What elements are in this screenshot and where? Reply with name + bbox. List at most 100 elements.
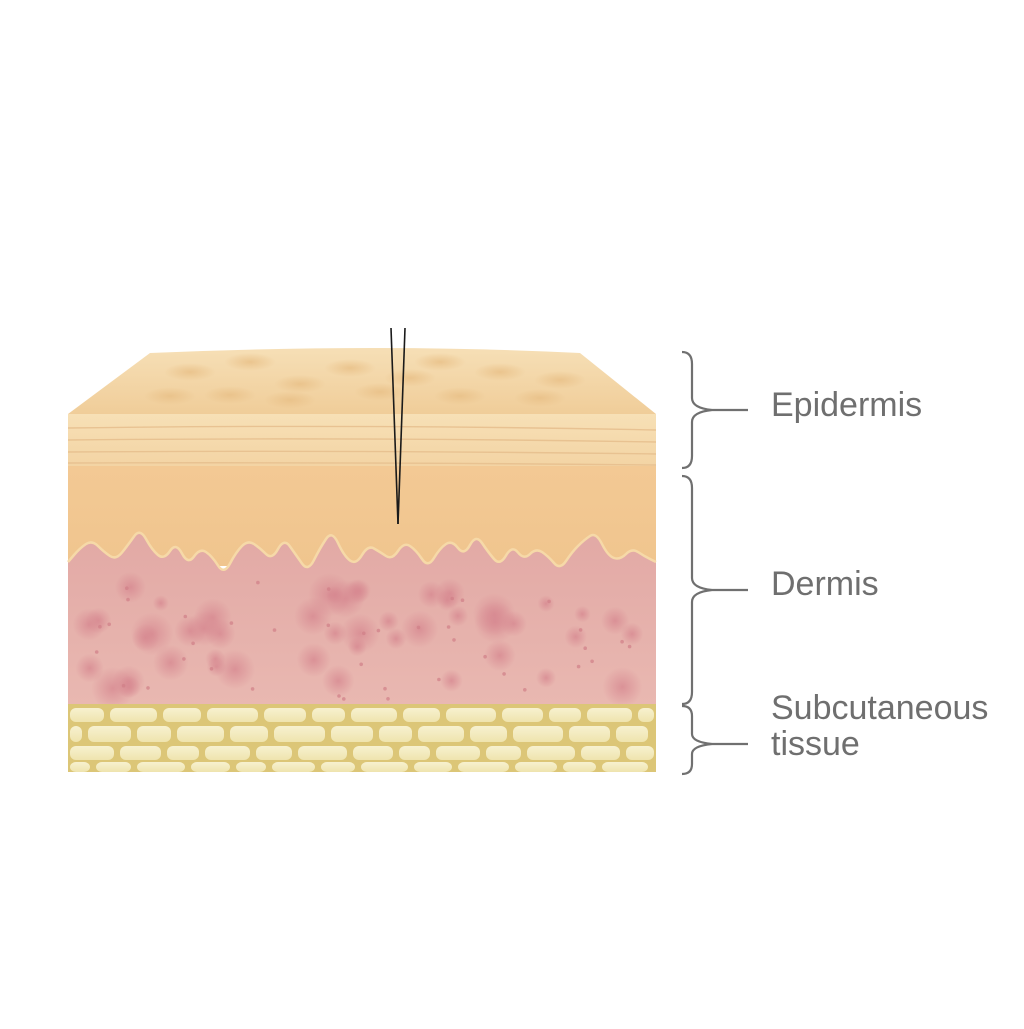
dermis-dot [452, 638, 456, 642]
dermis-dot [250, 687, 255, 691]
fat-cell [110, 708, 157, 722]
dermal-papillae-edge [67, 531, 657, 571]
fat-cell [88, 726, 131, 742]
dermis-dot [209, 667, 214, 671]
dermis-dot [146, 686, 150, 690]
fat-cell [549, 708, 581, 722]
dermis-dot [446, 625, 451, 629]
fat-cell [137, 726, 171, 742]
fat-cell [70, 726, 82, 742]
pore [324, 359, 376, 377]
dermis-bracket [681, 474, 748, 706]
fat-cell [177, 726, 224, 742]
pore [204, 386, 256, 404]
fat-cell [527, 746, 575, 760]
fat-cell [563, 762, 596, 772]
fat-cell [205, 746, 250, 760]
fat-cell [602, 762, 648, 772]
fat-cell [163, 708, 201, 722]
fat-cell [298, 746, 347, 760]
dermis-spot [602, 667, 643, 707]
dermis-dot [578, 628, 583, 632]
dermis-dot [272, 628, 277, 632]
epidermis-label: Epidermis [771, 386, 923, 424]
dermis-spot [215, 649, 255, 690]
fat-cell [351, 708, 397, 722]
dermis-spot [474, 601, 517, 644]
fat-cell [587, 708, 632, 722]
dermis-spot [340, 613, 380, 653]
dermis-spot [193, 598, 232, 637]
fat-cell [361, 762, 408, 772]
pore [434, 387, 486, 405]
fat-cell [274, 726, 325, 742]
dermis-dot [94, 650, 99, 654]
dermis-dot [523, 688, 527, 692]
dermis-dot [450, 596, 455, 601]
fat-cell [312, 708, 345, 722]
pore [164, 363, 216, 381]
fat-cell [616, 726, 648, 742]
epidermis-striations [67, 425, 657, 466]
dermis-spot [323, 621, 347, 645]
dermis-spot [447, 605, 469, 627]
dermis-spot [574, 605, 591, 623]
fat-cell [70, 746, 114, 760]
fat-cell [458, 762, 509, 772]
dermis-spot [117, 675, 141, 699]
dermis-dot [502, 672, 506, 676]
dermis-dot [416, 625, 421, 630]
dermis-dot [326, 587, 331, 591]
dermis-dot [125, 586, 129, 590]
fat-cell [513, 726, 563, 742]
dermis-dot [386, 697, 390, 701]
dermis-dot [437, 677, 441, 682]
dermis-dot [337, 694, 341, 698]
epidermis-bracket [681, 350, 748, 470]
dermis-spot [536, 667, 557, 688]
subcutaneous-label-line2: tissue [771, 725, 860, 763]
dermis-dot [256, 580, 260, 585]
pore [474, 363, 526, 381]
fat-cell [70, 762, 90, 772]
fat-cell [379, 726, 412, 742]
pore [384, 369, 436, 387]
dermis-spot [417, 580, 445, 609]
fat-cell [515, 762, 557, 772]
pore [514, 389, 566, 407]
fat-cell [638, 708, 654, 722]
dermis-dot [126, 597, 130, 602]
dermis-spot [378, 611, 399, 632]
dermis-dot [547, 599, 551, 604]
fat-cell [256, 746, 292, 760]
dermis-dot [590, 659, 594, 664]
dermis-spot [440, 669, 463, 692]
dermis-dot [362, 631, 366, 636]
fat-cell [414, 762, 452, 772]
fat-cell [486, 746, 521, 760]
dermis-dot [627, 644, 632, 649]
fat-cell [399, 746, 430, 760]
dermis-spot [322, 664, 355, 698]
dermis-dot [182, 657, 186, 661]
needle-icon [390, 327, 406, 525]
dermis-dot [121, 683, 126, 688]
fat-cell [436, 746, 480, 760]
dermis-dot [98, 624, 102, 629]
pore [534, 371, 586, 389]
dermis-spot [537, 595, 555, 613]
dermis-dot [183, 614, 188, 619]
dermis-dot [376, 628, 381, 633]
dermis-dot [460, 598, 465, 602]
dermis-spot [401, 610, 439, 648]
dermis-spots [72, 571, 644, 710]
fat-cell [167, 746, 199, 760]
dermis-dot [229, 621, 234, 625]
fat-cell [418, 726, 464, 742]
fat-cell [207, 708, 258, 722]
fat-cell [120, 746, 161, 760]
dermis-spot [343, 579, 369, 606]
dermis-label: Dermis [771, 565, 879, 603]
fat-cell [96, 762, 131, 772]
